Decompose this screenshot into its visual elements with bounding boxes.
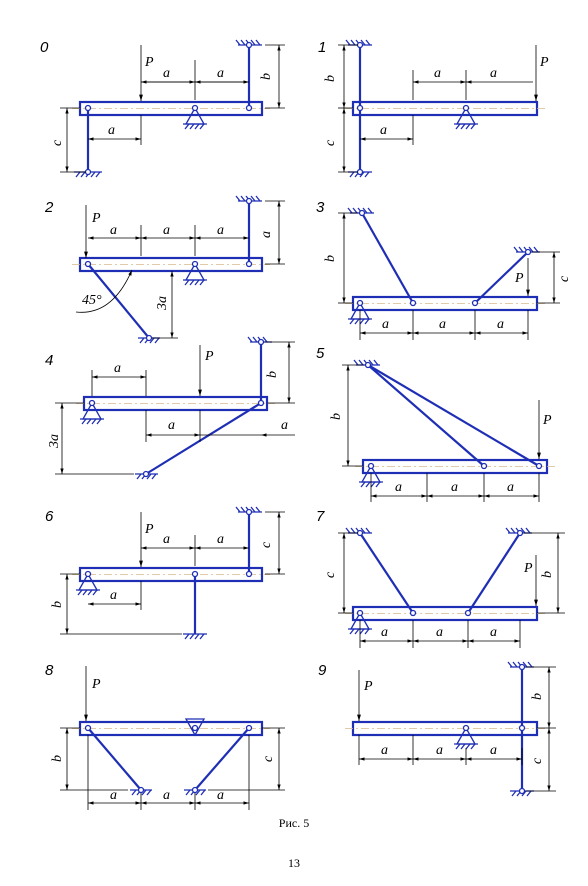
svg-text:b: b	[50, 601, 65, 608]
svg-text:b: b	[540, 571, 555, 578]
svg-text:P: P	[514, 271, 524, 286]
scheme-number: 7	[316, 508, 325, 525]
inclined-rod	[194, 727, 250, 791]
inclined-rod	[145, 402, 262, 475]
figure-caption: Рис. 5	[278, 816, 310, 830]
scheme-number: 2	[44, 199, 54, 216]
inclined-rod	[87, 263, 150, 339]
svg-text:b: b	[259, 73, 274, 80]
svg-text:b: b	[50, 755, 65, 762]
scheme-number: 8	[45, 662, 54, 679]
scheme-5: 5 b P a a a	[316, 345, 555, 502]
inclined-rod	[359, 532, 414, 614]
svg-text:b: b	[530, 693, 545, 700]
svg-text:P: P	[542, 413, 552, 428]
svg-text:a: a	[436, 625, 443, 640]
svg-text:a: a	[490, 625, 497, 640]
scheme-number: 1	[318, 39, 326, 56]
svg-text:a: a	[108, 123, 115, 138]
svg-text:P: P	[91, 677, 101, 692]
scheme-number: 3	[316, 199, 325, 216]
svg-text:a: a	[490, 66, 497, 81]
svg-text:b: b	[329, 413, 344, 420]
svg-text:a: a	[439, 317, 446, 332]
svg-text:P: P	[204, 349, 214, 364]
scheme-number: 6	[45, 508, 54, 525]
svg-text:a: a	[168, 418, 175, 433]
svg-text:c: c	[557, 275, 572, 282]
svg-text:a: a	[382, 317, 389, 332]
svg-text:b: b	[265, 371, 280, 378]
svg-text:c: c	[530, 757, 545, 764]
inclined-rod	[367, 364, 540, 467]
page-number: 13	[288, 856, 300, 870]
scheme-number: 0	[40, 39, 49, 56]
svg-text:a: a	[217, 788, 224, 803]
svg-text:b: b	[323, 75, 338, 82]
svg-text:a: a	[217, 532, 224, 547]
svg-text:a: a	[380, 123, 387, 138]
svg-text:a: a	[434, 66, 441, 81]
scheme-2: 2 P a a a a 45° 3a	[44, 195, 285, 344]
scheme-9: 9 P b a a a c	[318, 661, 556, 797]
svg-text:a: a	[395, 480, 402, 495]
svg-text:a: a	[110, 223, 117, 238]
svg-text:a: a	[114, 361, 121, 376]
svg-text:a: a	[110, 788, 117, 803]
svg-text:P: P	[363, 679, 373, 694]
svg-text:P: P	[91, 211, 101, 226]
svg-text:P: P	[523, 561, 533, 576]
svg-text:a: a	[163, 788, 170, 803]
scheme-8: 8 P b c a a a	[45, 662, 285, 810]
svg-text:a: a	[281, 418, 288, 433]
scheme-4: 4 a P b 3a a a	[45, 336, 295, 480]
svg-text:a: a	[163, 223, 170, 238]
svg-text:a: a	[217, 223, 224, 238]
svg-text:45°: 45°	[82, 293, 102, 308]
svg-text:a: a	[381, 625, 388, 640]
scheme-number: 9	[318, 662, 327, 679]
svg-text:a: a	[163, 66, 170, 81]
svg-text:a: a	[163, 532, 170, 547]
svg-text:3a: 3a	[155, 296, 170, 311]
svg-text:c: c	[323, 571, 338, 578]
svg-text:c: c	[50, 139, 65, 146]
scheme-7: 7 c P b a a a	[316, 508, 565, 648]
pin-support	[184, 718, 206, 737]
inclined-rod	[474, 251, 529, 304]
inclined-rod	[467, 532, 521, 614]
svg-text:a: a	[497, 317, 504, 332]
scheme-number: 4	[45, 352, 53, 369]
svg-text:a: a	[381, 743, 388, 758]
scheme-number: 5	[316, 345, 325, 362]
svg-text:a: a	[507, 480, 514, 495]
svg-text:a: a	[436, 743, 443, 758]
inclined-rod	[367, 364, 485, 467]
svg-text:P: P	[539, 55, 549, 70]
svg-text:c: c	[261, 755, 276, 762]
scheme-3: 3 b c P a a a	[316, 199, 572, 340]
svg-text:a: a	[217, 66, 224, 81]
svg-text:P: P	[144, 522, 154, 537]
svg-text:b: b	[323, 255, 338, 262]
scheme-6: 6 P a a c b a	[45, 506, 285, 640]
svg-text:c: c	[323, 139, 338, 146]
svg-text:a: a	[110, 588, 117, 603]
svg-text:a: a	[490, 743, 497, 758]
scheme-1: 1 b a a P c a	[318, 39, 549, 178]
inclined-rod	[87, 727, 142, 791]
svg-text:a: a	[451, 480, 458, 495]
svg-text:P: P	[144, 55, 154, 70]
svg-text:a: a	[259, 231, 274, 238]
svg-text:c: c	[259, 541, 274, 548]
inclined-rod	[361, 212, 414, 304]
svg-text:3a: 3a	[47, 434, 62, 449]
scheme-0: 0 P a a b c a	[40, 39, 285, 178]
